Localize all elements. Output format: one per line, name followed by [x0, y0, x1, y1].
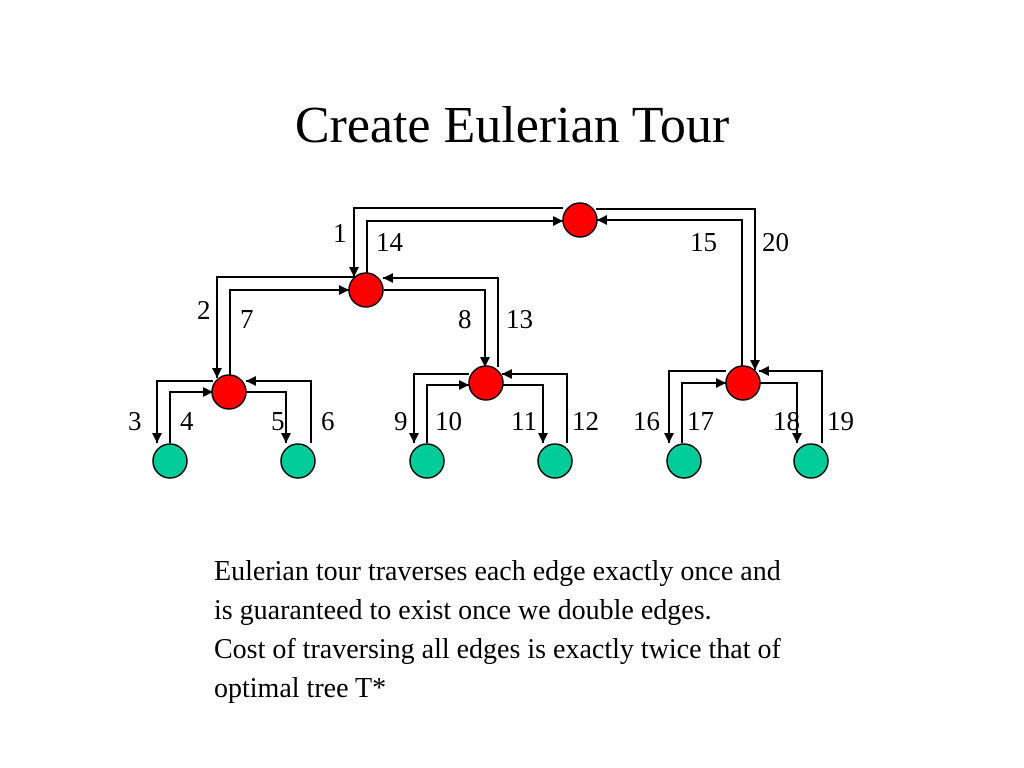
edge-label-20: 20 [762, 227, 789, 257]
leaf-node-2 [280, 443, 316, 479]
leaf-node-6 [793, 443, 829, 479]
edge-label-8: 8 [458, 304, 472, 334]
leaf-node-1 [152, 443, 188, 479]
edge-16 [664, 370, 726, 443]
edge-order-labels: 1 14 15 20 2 7 8 13 3 4 5 6 9 10 11 12 1… [128, 218, 854, 436]
edge-2 [212, 276, 354, 378]
slide-title: Create Eulerian Tour [294, 97, 730, 154]
tree-nodes [152, 202, 829, 479]
edge-11 [502, 384, 548, 443]
root-node [562, 202, 598, 238]
edge-label-10: 10 [435, 406, 462, 436]
edge-1 [349, 207, 563, 277]
internal-node-left [348, 272, 384, 308]
explanation-text: Eulerian tour traverses each edge exactl… [214, 552, 934, 708]
edge-6 [246, 376, 312, 443]
edge-17 [681, 378, 726, 443]
caption-line: is guaranteed to exist once we double ed… [214, 595, 712, 626]
edge-4 [169, 387, 213, 443]
edge-8 [384, 289, 490, 367]
tree-edges [152, 207, 823, 443]
edge-7 [229, 285, 349, 378]
edge-label-9: 9 [394, 406, 408, 436]
edge-15 [597, 215, 743, 370]
edge-12 [502, 369, 568, 443]
caption-line: Cost of traversing all edges is exactly … [214, 634, 781, 665]
edge-label-17: 17 [687, 406, 714, 436]
edge-label-15: 15 [690, 227, 717, 257]
internal-node-a [211, 374, 247, 410]
edge-label-13: 13 [506, 304, 533, 334]
leaf-node-3 [409, 443, 445, 479]
edge-label-16: 16 [633, 406, 660, 436]
edge-18 [759, 382, 802, 443]
caption-line: optimal tree T* [214, 673, 387, 704]
leaf-node-5 [666, 443, 702, 479]
edge-3 [152, 380, 213, 443]
edge-9 [409, 373, 469, 443]
internal-node-b [468, 365, 504, 401]
edge-13 [383, 273, 499, 367]
leaf-node-4 [537, 443, 573, 479]
edge-5 [246, 391, 291, 443]
edge-label-12: 12 [572, 406, 599, 436]
edge-label-4: 4 [180, 406, 194, 436]
edge-label-11: 11 [511, 406, 537, 436]
edge-20 [596, 208, 760, 370]
edge-label-19: 19 [827, 406, 854, 436]
edge-label-5: 5 [271, 406, 285, 436]
edge-14 [366, 216, 563, 290]
edge-label-2: 2 [197, 295, 211, 325]
edge-label-3: 3 [128, 406, 142, 436]
caption-line: Eulerian tour traverses each edge exactl… [214, 556, 781, 587]
edge-label-7: 7 [240, 304, 254, 334]
edge-label-1: 1 [333, 218, 347, 248]
edge-label-18: 18 [773, 406, 800, 436]
edge-label-6: 6 [321, 406, 335, 436]
edge-label-14: 14 [376, 227, 404, 257]
internal-node-c [725, 365, 761, 401]
edge-19 [759, 366, 823, 443]
edge-10 [426, 380, 469, 443]
